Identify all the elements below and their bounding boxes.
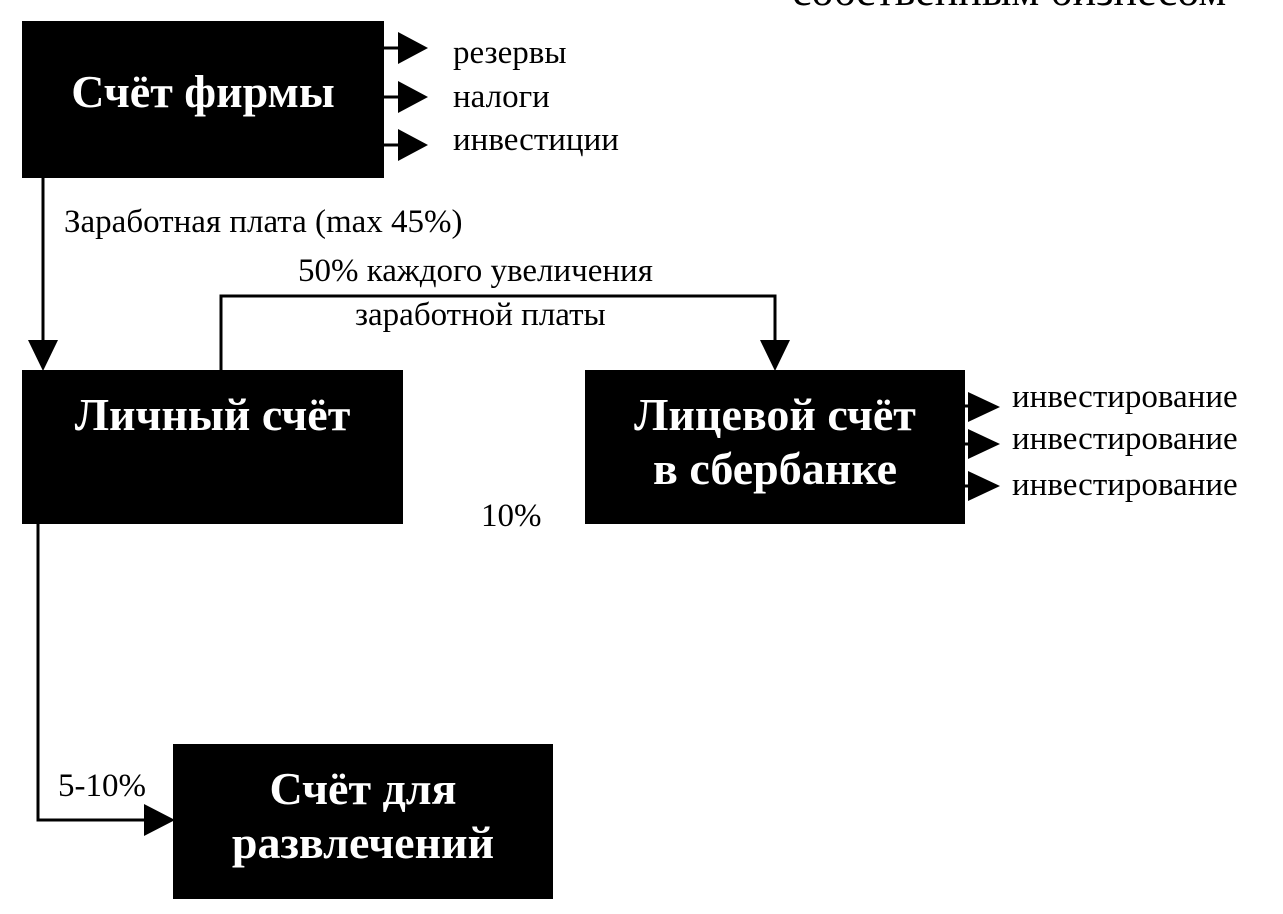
ten-percent-label: 10%	[481, 498, 542, 534]
firm-output-reserves: резервы	[453, 35, 567, 71]
firm-output-arrow-1	[398, 32, 428, 64]
sberbank-output-investing-1: инвестирование	[1012, 379, 1238, 415]
increase-flow-label-line2: заработной платы	[355, 297, 606, 333]
increase-flow-label-line1: 50% каждого увеличения	[298, 253, 653, 289]
sberbank-output-investing-2: инвестирование	[1012, 421, 1238, 457]
increase-arrowhead	[760, 340, 790, 371]
fun-account-label-line2: развлечений	[231, 817, 495, 868]
personal-account-box: Личный счёт	[22, 370, 403, 524]
increase-connector	[219, 294, 777, 370]
sberbank-output-arrow-3	[968, 471, 1000, 501]
sberbank-account-box: Лицевой счёт в сбербанке	[585, 370, 965, 524]
salary-arrowhead	[28, 340, 58, 371]
firm-output-arrow-3	[398, 129, 428, 161]
sberbank-account-label-line1: Лицевой счёт	[634, 389, 916, 440]
fun-account-box: Счёт для развлечений	[173, 744, 553, 899]
firm-output-investments: инвестиции	[453, 122, 619, 158]
sberbank-output-arrow-2	[968, 429, 1000, 459]
personal-account-label: Личный счёт	[74, 389, 351, 440]
firm-account-label: Счёт фирмы	[71, 66, 335, 117]
cropped-heading-text: собственным бизнесом	[792, 0, 1226, 16]
firm-account-box: Счёт фирмы	[22, 21, 384, 178]
fun-arrowhead	[144, 804, 175, 836]
firm-output-arrow-2	[398, 81, 428, 113]
salary-flow-label: Заработная плата (max 45%)	[64, 204, 463, 240]
fun-account-label-line1: Счёт для	[269, 763, 457, 814]
fun-connector	[36, 523, 148, 822]
sberbank-output-investing-3: инвестирование	[1012, 467, 1238, 503]
sberbank-account-label-line2: в сбербанке	[653, 443, 897, 494]
sberbank-output-arrow-1	[968, 392, 1000, 422]
fun-percent-label: 5-10%	[58, 768, 146, 804]
firm-output-taxes: налоги	[453, 79, 550, 115]
